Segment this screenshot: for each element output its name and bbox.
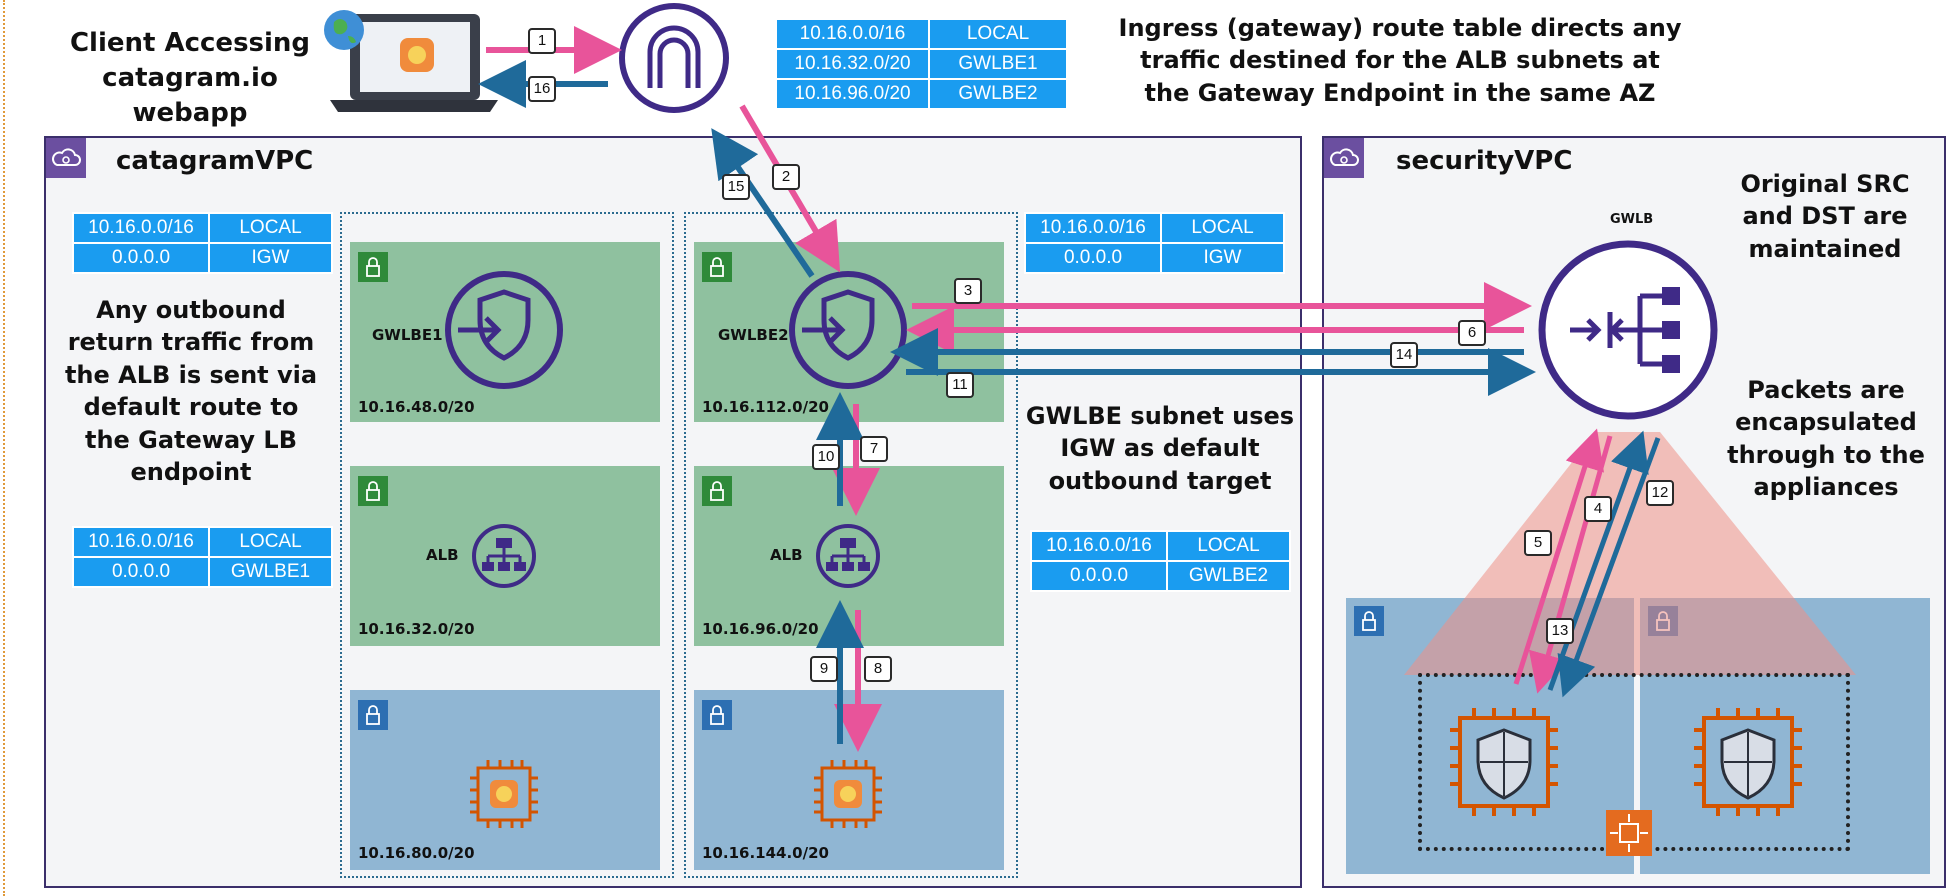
vpc-cloud-icon xyxy=(46,138,86,178)
lock-icon xyxy=(358,252,388,282)
gwlbe-subnet-note: GWLBE subnet uses IGW as default outboun… xyxy=(1025,402,1295,495)
laptop-icon xyxy=(324,10,498,112)
step-badge: 14 xyxy=(1390,342,1418,368)
internet-gateway-icon xyxy=(619,3,729,113)
step-badge: 8 xyxy=(864,656,892,682)
autoscaling-icon xyxy=(1606,810,1652,856)
alb-icon xyxy=(816,524,880,588)
alb1-label: ALB xyxy=(426,546,459,564)
subnet-cidr: 10.16.32.0/20 xyxy=(358,620,475,638)
flow-arrow-12 xyxy=(1557,437,1661,698)
step-badge: 1 xyxy=(528,28,556,54)
gateway-endpoint-icon xyxy=(445,271,563,389)
step-badge: 11 xyxy=(946,372,974,398)
step-badge: 6 xyxy=(1458,320,1486,346)
step-badge: 16 xyxy=(528,76,556,102)
gateway-endpoint-icon xyxy=(789,271,907,389)
gwlbe2-label: GWLBE2 xyxy=(718,326,789,344)
flow-arrow-13 xyxy=(1547,430,1649,691)
firewall-appliance-icon xyxy=(1450,708,1558,816)
subnet-cidr: 10.16.48.0/20 xyxy=(358,398,475,416)
ingress-note: Ingress (gateway) route table directs an… xyxy=(1118,14,1682,107)
page-left-border xyxy=(3,0,5,896)
step-badge: 4 xyxy=(1584,496,1612,522)
app-chip-icon xyxy=(470,760,538,828)
security-vpc-label: securityVPC xyxy=(1396,146,1573,176)
az1-box xyxy=(340,212,674,878)
lock-icon xyxy=(702,476,732,506)
subnet-cidr: 10.16.96.0/20 xyxy=(702,620,819,638)
step-badge: 2 xyxy=(772,164,800,190)
subnet-cidr: 10.16.80.0/20 xyxy=(358,844,475,862)
lock-icon xyxy=(358,700,388,730)
gwlbe1-label: GWLBE1 xyxy=(372,326,443,344)
step-badge: 13 xyxy=(1546,618,1574,644)
alb2-label: ALB xyxy=(770,546,803,564)
client-label: Client Accessing catagram.io webapp xyxy=(69,28,311,129)
firewall-appliance-icon xyxy=(1694,708,1802,816)
flow-arrow-5 xyxy=(1513,428,1604,685)
step-badge: 12 xyxy=(1646,480,1674,506)
catagram-vpc-label: catagramVPC xyxy=(116,146,314,176)
outbound-note: Any outbound return traffic from the ALB… xyxy=(64,296,318,486)
subnet-cidr: 10.16.144.0/20 xyxy=(702,844,829,862)
lock-icon xyxy=(702,700,732,730)
lock-icon xyxy=(1354,606,1384,636)
flow-arrow-4 xyxy=(1528,435,1613,694)
subnet-cidr: 10.16.112.0/20 xyxy=(702,398,829,416)
step-badge: 10 xyxy=(812,444,840,470)
step-badge: 7 xyxy=(860,436,888,462)
encapsulation-note: Packets are encapsulated through to the … xyxy=(1727,376,1925,502)
gwlb-label: GWLB xyxy=(1610,212,1654,227)
lock-icon xyxy=(358,476,388,506)
flow-arrow-15 xyxy=(711,128,815,278)
lock-icon xyxy=(702,252,732,282)
step-badge: 3 xyxy=(954,278,982,304)
vpc-cloud-icon xyxy=(1324,138,1364,178)
alb-icon xyxy=(472,524,536,588)
step-badge: 5 xyxy=(1524,530,1552,556)
gwlb-icon xyxy=(1538,240,1718,420)
az2-box xyxy=(684,212,1018,878)
app-chip-icon xyxy=(814,760,882,828)
src-dst-note: Original SRC and DST are maintained xyxy=(1740,170,1910,263)
step-badge: 9 xyxy=(810,656,838,682)
step-badge: 15 xyxy=(722,174,750,200)
